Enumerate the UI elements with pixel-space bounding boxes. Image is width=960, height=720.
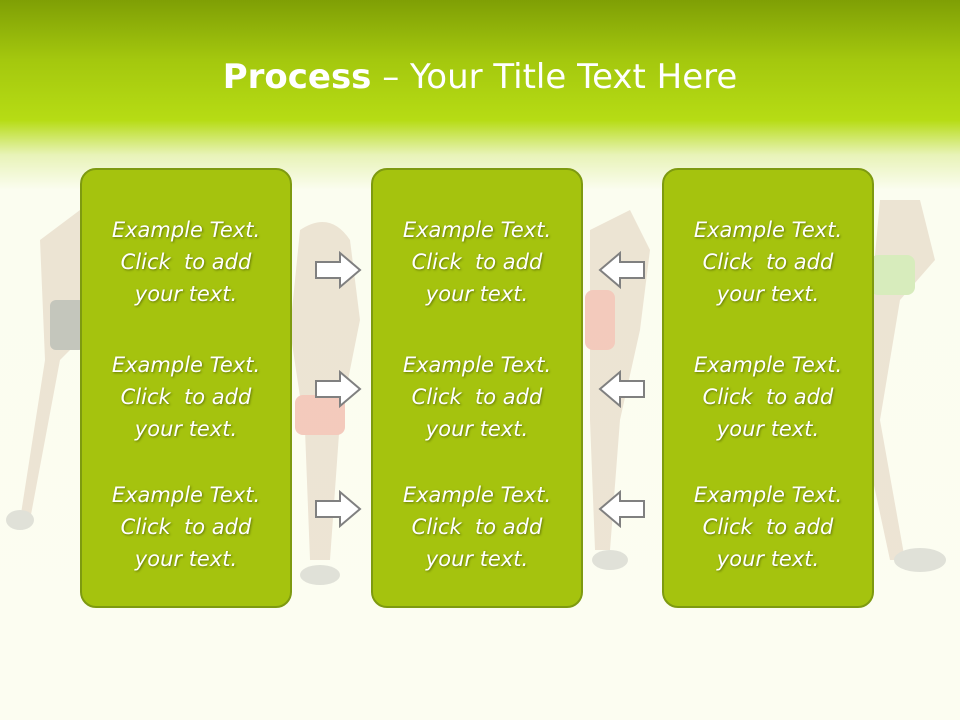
text-line: your text. bbox=[425, 547, 529, 571]
text-line: Example Text. bbox=[111, 218, 261, 242]
text-line: your text. bbox=[716, 282, 820, 306]
right-arrow-icon bbox=[315, 370, 362, 408]
text-line: Click to add bbox=[411, 515, 543, 539]
right-arrow-icon bbox=[315, 490, 362, 528]
text-block[interactable]: Example Text. Click to add your text. bbox=[373, 214, 581, 310]
left-arrow-icon bbox=[598, 370, 645, 408]
text-block[interactable]: Example Text. Click to add your text. bbox=[664, 349, 872, 445]
text-line: Example Text. bbox=[693, 218, 843, 242]
right-arrow-icon bbox=[315, 251, 362, 289]
text-line: Click to add bbox=[120, 250, 252, 274]
process-panel-left[interactable]: Example Text. Click to add your text. Ex… bbox=[80, 168, 292, 608]
process-panel-center[interactable]: Example Text. Click to add your text. Ex… bbox=[371, 168, 583, 608]
text-line: your text. bbox=[716, 547, 820, 571]
left-arrow-icon bbox=[598, 490, 645, 528]
text-line: Click to add bbox=[120, 385, 252, 409]
text-line: Click to add bbox=[120, 515, 252, 539]
text-line: your text. bbox=[425, 282, 529, 306]
text-block[interactable]: Example Text. Click to add your text. bbox=[82, 214, 290, 310]
process-panel-right[interactable]: Example Text. Click to add your text. Ex… bbox=[662, 168, 874, 608]
slide-title[interactable]: Process – Your Title Text Here bbox=[0, 52, 960, 102]
text-line: your text. bbox=[134, 282, 238, 306]
text-line: Example Text. bbox=[693, 483, 843, 507]
text-line: Example Text. bbox=[111, 353, 261, 377]
text-line: Example Text. bbox=[402, 218, 552, 242]
text-line: Example Text. bbox=[693, 353, 843, 377]
text-block[interactable]: Example Text. Click to add your text. bbox=[373, 479, 581, 575]
text-line: Click to add bbox=[702, 385, 834, 409]
text-line: Example Text. bbox=[402, 483, 552, 507]
text-line: Click to add bbox=[702, 515, 834, 539]
text-line: your text. bbox=[716, 417, 820, 441]
text-line: Click to add bbox=[702, 250, 834, 274]
text-line: Example Text. bbox=[111, 483, 261, 507]
text-line: your text. bbox=[134, 547, 238, 571]
title-rest-part: – Your Title Text Here bbox=[371, 57, 738, 97]
text-block[interactable]: Example Text. Click to add your text. bbox=[373, 349, 581, 445]
text-line: Example Text. bbox=[402, 353, 552, 377]
title-bold-part: Process bbox=[222, 57, 372, 97]
left-arrow-icon bbox=[598, 251, 645, 289]
text-line: Click to add bbox=[411, 250, 543, 274]
text-block[interactable]: Example Text. Click to add your text. bbox=[664, 214, 872, 310]
text-block[interactable]: Example Text. Click to add your text. bbox=[82, 479, 290, 575]
text-line: your text. bbox=[134, 417, 238, 441]
text-block[interactable]: Example Text. Click to add your text. bbox=[82, 349, 290, 445]
text-block[interactable]: Example Text. Click to add your text. bbox=[664, 479, 872, 575]
text-line: your text. bbox=[425, 417, 529, 441]
text-line: Click to add bbox=[411, 385, 543, 409]
